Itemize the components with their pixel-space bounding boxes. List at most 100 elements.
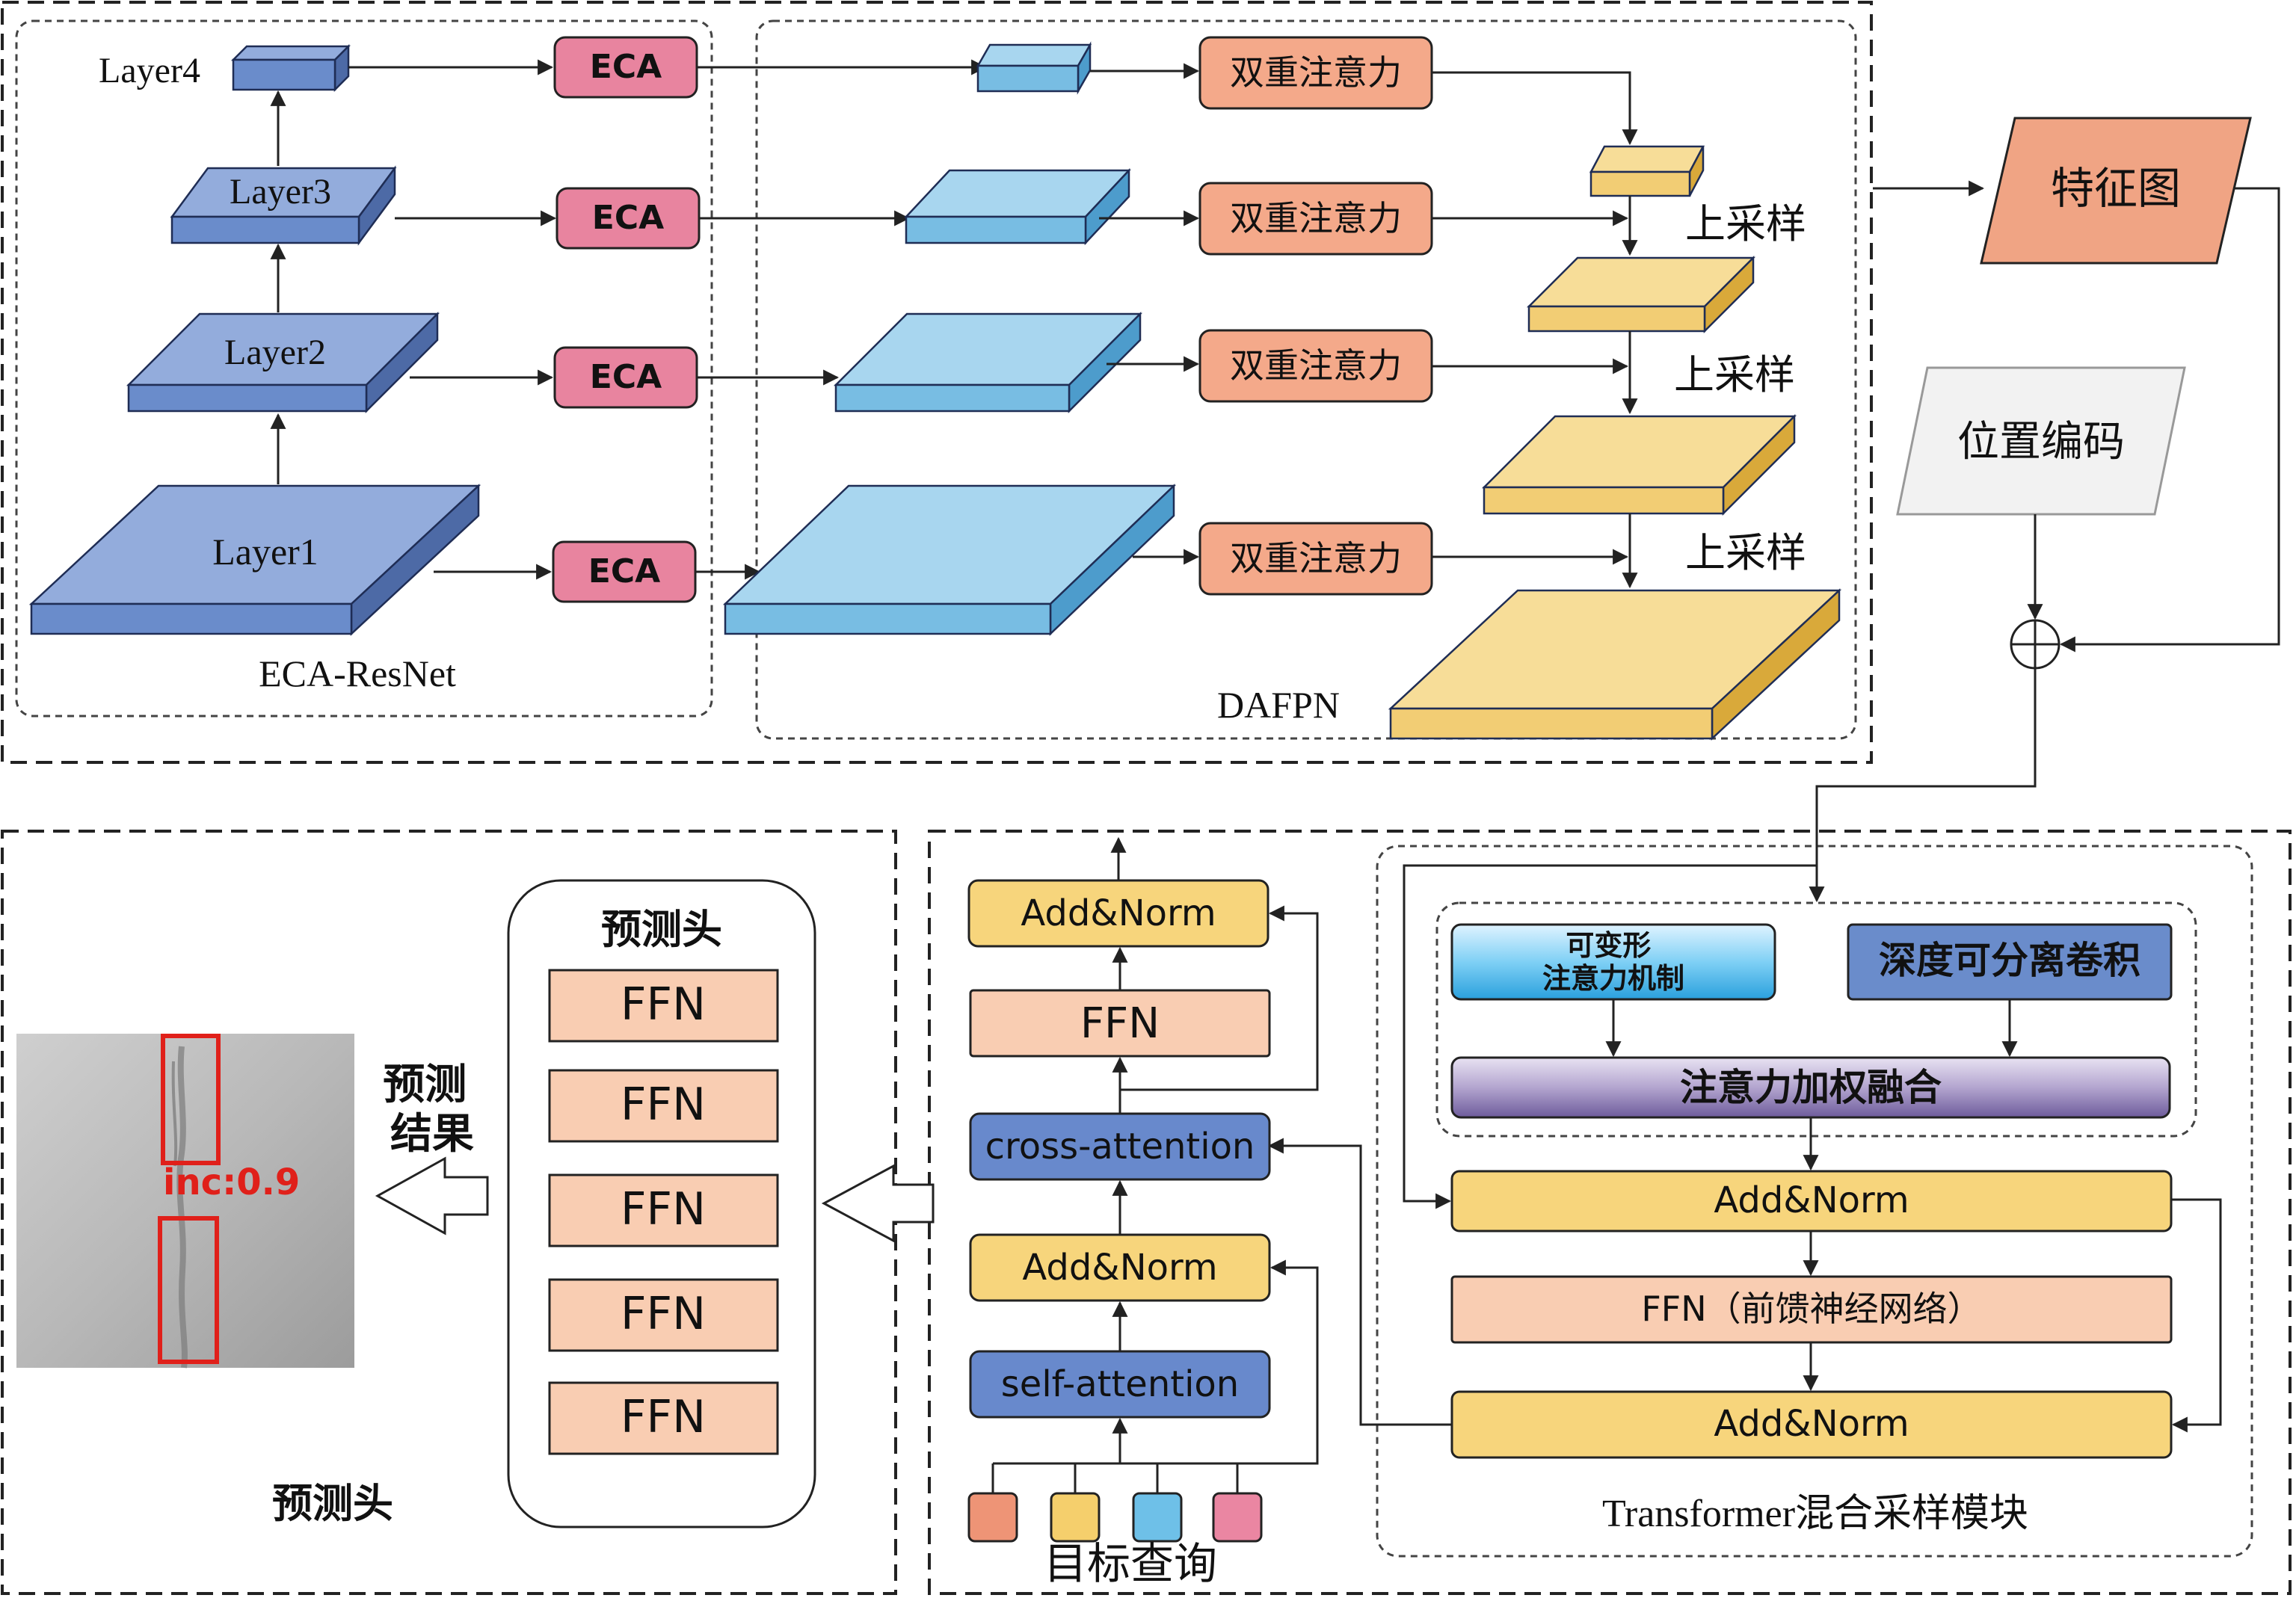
result-label: 预测 结果 — [383, 1061, 481, 1159]
head-ffn-5: FFN — [548, 1381, 779, 1455]
upsample-label-2: 上采样 — [1674, 351, 1795, 398]
detection-image: inc:0.9 — [16, 1034, 354, 1369]
depthwise-conv-label: 深度可分离卷积 — [1879, 939, 2140, 982]
dual-attention-label-2: 双重注意力 — [1230, 345, 1402, 386]
layer1-label: Layer1 — [212, 531, 318, 573]
feature-map-label: 特征图 — [2051, 163, 2181, 214]
decoder-add-norm-top: Add&Norm — [967, 879, 1269, 948]
decoder-ffn: FFN — [969, 989, 1271, 1058]
self-attention-block: self-attention — [969, 1350, 1271, 1419]
dual-attention-label-3: 双重注意力 — [1230, 198, 1402, 238]
upsample-block-3 — [1526, 255, 1756, 334]
head-ffn-2-label: FFN — [621, 1079, 706, 1131]
position-encoding-block: 位置编码 — [1896, 366, 2186, 516]
layer4-block — [230, 43, 351, 93]
dual-attention-block-3: 双重注意力 — [1198, 182, 1433, 256]
dual-attention-label-1: 双重注意力 — [1230, 538, 1402, 579]
upsample-block-1 — [1388, 588, 1842, 741]
merge-arrows — [1809, 187, 2280, 903]
eca-label-2: ECA — [590, 358, 662, 396]
eca-block-1: ECA — [552, 540, 697, 603]
dafpn-frame — [755, 19, 1857, 740]
position-encoding-label: 位置编码 — [1957, 418, 2125, 466]
object-queries — [967, 1492, 1263, 1543]
backbone-caption: ECA-ResNet — [259, 653, 456, 694]
decoder-add-norm-bottom: Add&Norm — [969, 1233, 1271, 1302]
detection-box-bottom — [158, 1216, 219, 1364]
encoder-caption: Transformer混合采样模块 — [1602, 1493, 2028, 1535]
queries-label: 目标查询 — [1044, 1538, 1217, 1589]
encoder-frame — [1376, 845, 2253, 1558]
upsample-block-4 — [1589, 145, 1705, 197]
fpn-arrows-in — [695, 59, 988, 580]
eca-label-3: ECA — [592, 199, 664, 237]
upsample-label-1: 上采样 — [1685, 200, 1806, 247]
decoder-add-norm-top-label: Add&Norm — [1021, 892, 1216, 934]
head-caption: 预测头 — [272, 1480, 393, 1527]
detection-box-top — [161, 1034, 221, 1165]
dual-attention-block-4: 双重注意力 — [1198, 36, 1433, 110]
decoder-to-head-arrow — [821, 1164, 935, 1243]
cross-attention-block: cross-attention — [969, 1112, 1271, 1181]
encoder-add-norm-1: Add&Norm — [1450, 1170, 2173, 1233]
feature-map-block: 特征图 — [1980, 117, 2252, 265]
head-ffn-4: FFN — [548, 1278, 779, 1352]
encoder-arrows — [1267, 864, 2222, 1433]
deformable-attention-block: 可变形 注意力机制 — [1450, 923, 1776, 1001]
upsample-label-3: 上采样 — [1685, 529, 1806, 576]
layer2-label: Layer2 — [224, 333, 326, 372]
eca-label-1: ECA — [588, 552, 660, 590]
add-operator — [2010, 619, 2060, 670]
dafpn-caption: DAFPN — [1217, 684, 1340, 726]
encoder-ffn-label: FFN（前馈神经网络） — [1641, 1289, 1981, 1329]
encoder-add-norm-1-label: Add&Norm — [1714, 1179, 1909, 1221]
dual-attention-block-1: 双重注意力 — [1198, 522, 1433, 596]
head-panel-title: 预测头 — [601, 906, 722, 953]
dual-attention-label-4: 双重注意力 — [1230, 52, 1402, 93]
result-label-line-1: 预测 — [383, 1061, 467, 1109]
attention-to-upsample-arrows — [1432, 71, 1638, 565]
deformable-attention-label: 可变形 注意力机制 — [1542, 929, 1684, 995]
head-ffn-3: FFN — [548, 1173, 779, 1247]
layer2-block — [126, 311, 440, 414]
head-ffn-1: FFN — [548, 969, 779, 1043]
head-ffn-3-label: FFN — [621, 1183, 706, 1235]
result-label-line-2: 结果 — [390, 1110, 474, 1159]
fpn-block-1 — [722, 484, 1177, 636]
encoder-add-norm-2: Add&Norm — [1450, 1390, 2173, 1459]
cross-attention-label: cross-attention — [985, 1126, 1255, 1167]
layer3-label: Layer3 — [230, 172, 331, 212]
fpn-block-2 — [833, 311, 1143, 414]
head-ffn-4-label: FFN — [621, 1288, 706, 1340]
depthwise-conv-block: 深度可分离卷积 — [1847, 923, 2173, 1001]
fpn-to-attention-arrows — [1090, 63, 1200, 565]
self-attention-label: self-attention — [1001, 1363, 1239, 1405]
eca-block-2: ECA — [553, 346, 698, 409]
decoder-add-norm-bottom-label: Add&Norm — [1022, 1247, 1217, 1289]
backbone-frame — [15, 19, 713, 718]
eca-block-3: ECA — [555, 187, 701, 250]
head-ffn-5-label: FFN — [621, 1391, 706, 1443]
fpn-block-4 — [976, 41, 1092, 95]
encoder-ffn: FFN（前馈神经网络） — [1450, 1275, 2173, 1344]
backbone-arrows — [270, 59, 557, 580]
query-connector — [991, 1462, 1239, 1493]
query-token-4 — [1212, 1492, 1263, 1543]
deformable-attention-line-2: 注意力机制 — [1542, 962, 1684, 995]
eca-label-4: ECA — [590, 48, 662, 86]
detection-score-label: inc:0.9 — [163, 1162, 300, 1203]
query-token-2 — [1050, 1492, 1101, 1543]
layer3-block — [170, 165, 397, 246]
weighted-fusion-label: 注意力加权融合 — [1680, 1066, 1942, 1109]
top-frame — [1, 1, 1873, 764]
encoder-add-norm-2-label: Add&Norm — [1714, 1403, 1909, 1445]
head-to-result-arrow — [375, 1156, 489, 1235]
dual-attention-block-2: 双重注意力 — [1198, 329, 1433, 403]
query-token-1 — [967, 1492, 1018, 1543]
upsample-block-2 — [1481, 413, 1797, 516]
head-ffn-2: FFN — [548, 1069, 779, 1143]
fpn-block-3 — [904, 167, 1131, 246]
layer4-label: Layer4 — [99, 51, 200, 90]
weighted-fusion-block: 注意力加权融合 — [1450, 1056, 2171, 1119]
